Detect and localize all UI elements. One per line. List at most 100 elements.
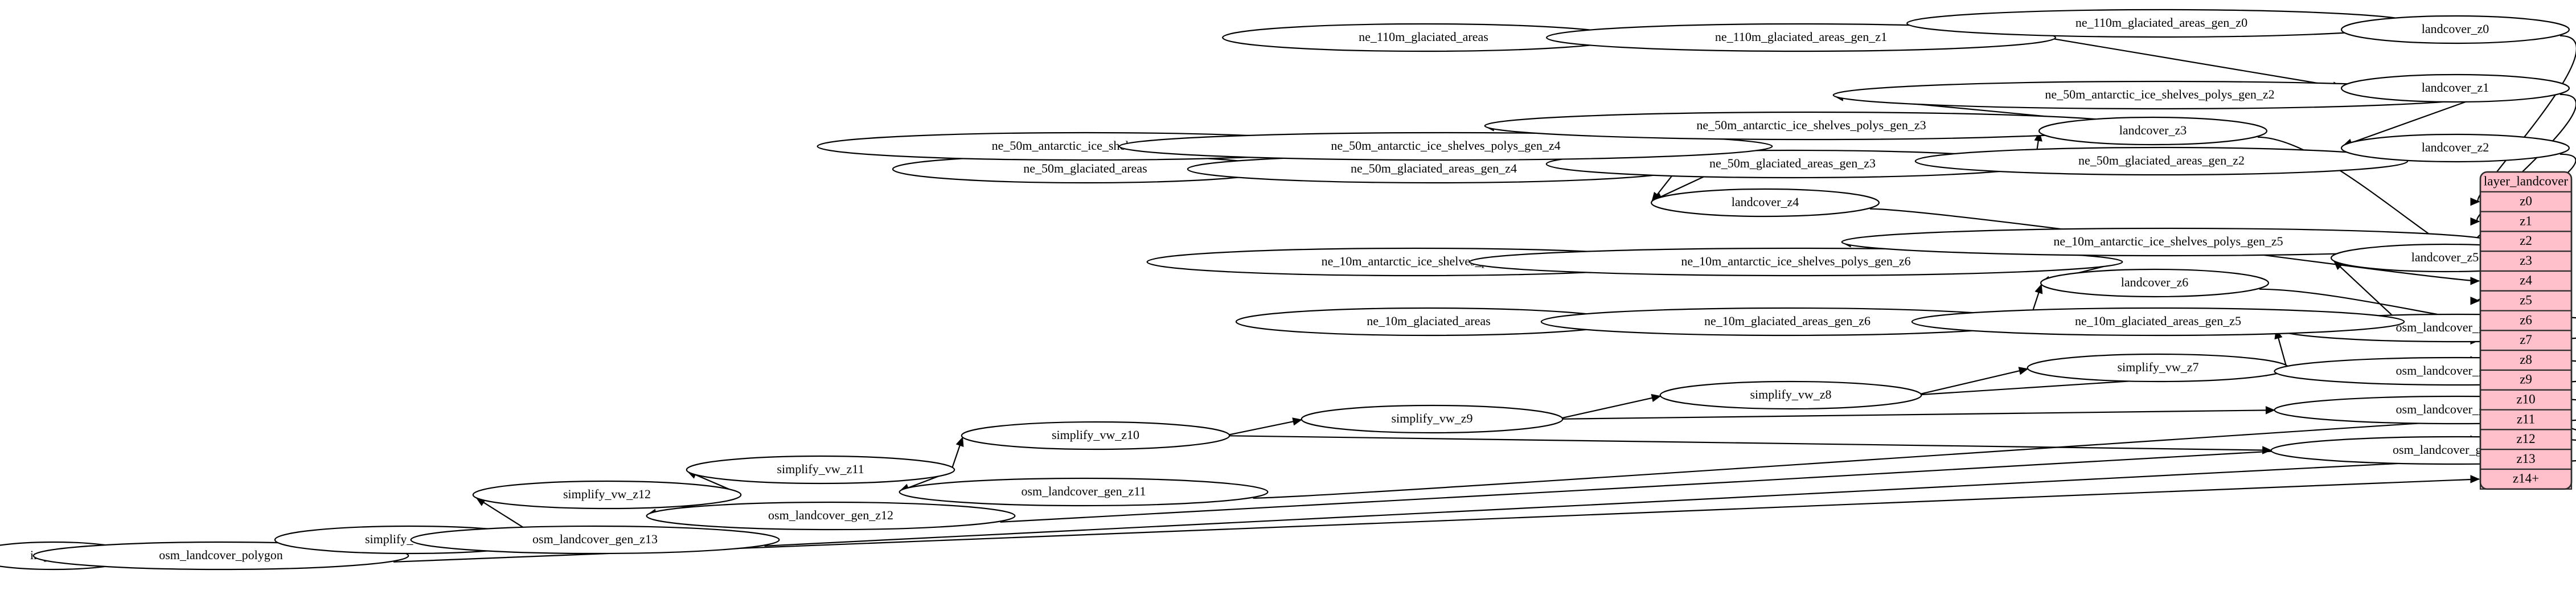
edge-simplify_vw_z9-to-simplify_vw_z8 bbox=[1561, 393, 1662, 419]
node-shape[interactable] bbox=[1118, 132, 1773, 161]
node-osm_landcover_gen_z12[interactable]: osm_landcover_gen_z12 bbox=[646, 501, 1016, 531]
table-row-label-z7: z7 bbox=[2520, 333, 2532, 347]
node-shape[interactable] bbox=[472, 480, 742, 510]
nodes-layer: imposm3osm_landcover_polygonsimplify_vw_… bbox=[0, 9, 2576, 571]
node-label: landcover_z0 bbox=[2422, 22, 2489, 36]
node-simplify_vw_z7[interactable]: simplify_vw_z7 bbox=[2027, 353, 2290, 383]
node-label: landcover_z3 bbox=[2119, 123, 2187, 137]
node-shape[interactable] bbox=[686, 455, 955, 485]
node-label: osm_landcover_gen_z13 bbox=[532, 532, 658, 546]
node-shape[interactable] bbox=[1914, 146, 2409, 176]
node-landcover_z2[interactable]: landcover_z2 bbox=[2340, 133, 2570, 163]
table-row-z4[interactable] bbox=[2479, 270, 2573, 292]
node-label: landcover_z4 bbox=[1732, 195, 1799, 209]
node-shape[interactable] bbox=[1911, 307, 2405, 337]
node-landcover_z3[interactable]: landcover_z3 bbox=[2038, 116, 2268, 146]
node-landcover_z4[interactable]: landcover_z4 bbox=[1650, 188, 1880, 218]
table-outline bbox=[2479, 171, 2573, 490]
node-label: simplify_vw_z7 bbox=[2118, 360, 2199, 374]
table-row-label-z4: z4 bbox=[2520, 273, 2532, 288]
table-header-label: layer_landcover bbox=[2484, 174, 2568, 188]
table-row-label-z5: z5 bbox=[2520, 293, 2532, 307]
node-label: simplify_vw_z12 bbox=[563, 487, 651, 501]
node-shape[interactable] bbox=[646, 501, 1016, 531]
node-label: simplify_vw_z10 bbox=[1052, 428, 1139, 442]
node-shape[interactable] bbox=[2340, 133, 2570, 163]
layer-landcover-table: layer_landcoverz0z1z2z3z4z5z6z7z8z9z10z1… bbox=[2479, 171, 2573, 490]
node-label: ne_10m_glaciated_areas_gen_z5 bbox=[2075, 314, 2241, 328]
node-label: osm_landcover_gen_z11 bbox=[1021, 484, 1146, 498]
node-label: osm_landcover_polygon bbox=[159, 548, 283, 562]
node-label: osm_landcover_gen_z12 bbox=[768, 508, 893, 522]
node-ne_10m_antarctic_ice_shelves_polys_gen_z6[interactable]: ne_10m_antarctic_ice_shelves_polys_gen_z… bbox=[1469, 247, 2123, 277]
table-row-label-z3: z3 bbox=[2520, 253, 2532, 268]
node-osm_landcover_gen_z11[interactable]: osm_landcover_gen_z11 bbox=[899, 477, 1269, 507]
node-shape[interactable] bbox=[1469, 247, 2123, 277]
node-label: simplify_vw_z11 bbox=[777, 462, 864, 476]
node-ne_50m_antarctic_ice_shelves_polys_gen_z3[interactable]: ne_50m_antarctic_ice_shelves_polys_gen_z… bbox=[1484, 111, 2139, 141]
node-label: ne_110m_glaciated_areas_gen_z0 bbox=[2075, 15, 2247, 30]
node-shape[interactable] bbox=[1659, 380, 1922, 410]
node-label: ne_10m_glaciated_areas bbox=[1367, 314, 1490, 328]
table-row-label-z8: z8 bbox=[2520, 352, 2532, 367]
table-row-label-z12: z12 bbox=[2516, 432, 2535, 446]
node-label: ne_50m_glaciated_areas_gen_z3 bbox=[1709, 156, 1876, 170]
node-ne_10m_glaciated_areas[interactable]: ne_10m_glaciated_areas bbox=[1235, 307, 1622, 337]
node-label: ne_10m_antarctic_ice_shelves_polys_gen_z… bbox=[1681, 254, 1910, 268]
node-ne_10m_antarctic_ice_shelves_polys_gen_z5[interactable]: ne_10m_antarctic_ice_shelves_polys_gen_z… bbox=[1841, 227, 2496, 257]
node-label: landcover_z2 bbox=[2422, 140, 2489, 154]
node-osm_landcover_gen_z13[interactable]: osm_landcover_gen_z13 bbox=[410, 525, 780, 555]
node-shape[interactable] bbox=[1650, 188, 1880, 218]
node-landcover_z1[interactable]: landcover_z1 bbox=[2340, 73, 2570, 103]
layer-landcover-record[interactable]: layer_landcoverz0z1z2z3z4z5z6z7z8z9z10z1… bbox=[2479, 171, 2573, 490]
edge-simplify_vw_z9-to-osm_landcover_gen_z9 bbox=[1561, 406, 2275, 420]
node-ne_110m_glaciated_areas_gen_z1[interactable]: ne_110m_glaciated_areas_gen_z1 bbox=[1546, 23, 2056, 52]
table-row-label-z2: z2 bbox=[2520, 233, 2532, 248]
table-row-z11[interactable] bbox=[2479, 409, 2573, 430]
node-simplify_vw_z10[interactable]: simplify_vw_z10 bbox=[961, 421, 1230, 450]
node-label: ne_50m_antarctic_ice_shelves_polys_gen_z… bbox=[2045, 87, 2274, 101]
node-shape[interactable] bbox=[899, 477, 1269, 507]
node-label: simplify_vw_z9 bbox=[1392, 411, 1473, 425]
node-simplify_vw_z8[interactable]: simplify_vw_z8 bbox=[1659, 380, 1922, 410]
edge-simplify_vw_z10-to-osm_landcover_gen_z10 bbox=[1228, 435, 2272, 454]
node-label: ne_110m_glaciated_areas_gen_z1 bbox=[1715, 30, 1887, 44]
node-shape[interactable] bbox=[2340, 15, 2570, 44]
table-row-label-z13: z13 bbox=[2516, 452, 2535, 466]
table-row-label-z6: z6 bbox=[2520, 313, 2532, 327]
node-label: ne_50m_antarctic_ice_shelves_polys_gen_z… bbox=[1696, 118, 1926, 132]
table-row-label-z0: z0 bbox=[2520, 194, 2532, 208]
node-shape[interactable] bbox=[961, 421, 1230, 450]
node-landcover_z0[interactable]: landcover_z0 bbox=[2340, 15, 2570, 44]
node-simplify_vw_z12[interactable]: simplify_vw_z12 bbox=[472, 480, 742, 510]
node-label: ne_10m_glaciated_areas_gen_z6 bbox=[1704, 314, 1871, 328]
node-label: ne_10m_antarctic_ice_shelves_polys_gen_z… bbox=[2053, 234, 2283, 248]
edge-simplify_vw_z11-to-simplify_vw_z10 bbox=[951, 436, 964, 469]
node-label: landcover_z1 bbox=[2422, 80, 2489, 95]
node-shape[interactable] bbox=[1546, 23, 2056, 52]
node-simplify_vw_z11[interactable]: simplify_vw_z11 bbox=[686, 455, 955, 485]
node-shape[interactable] bbox=[1301, 404, 1564, 434]
node-label: ne_50m_glaciated_areas_gen_z2 bbox=[2078, 153, 2245, 167]
edge-simplify_vw_z7-to-osm_landcover_gen_z7 bbox=[2274, 329, 2287, 367]
node-ne_50m_glaciated_areas_gen_z2[interactable]: ne_50m_glaciated_areas_gen_z2 bbox=[1914, 146, 2409, 176]
table-row-z6[interactable] bbox=[2479, 310, 2573, 331]
node-shape[interactable] bbox=[2038, 116, 2268, 146]
node-shape[interactable] bbox=[410, 525, 780, 555]
node-label: ne_110m_glaciated_areas bbox=[1359, 30, 1488, 44]
edge-simplify_vw_z8-to-simplify_vw_z7 bbox=[1919, 367, 2029, 395]
node-ne_110m_glaciated_areas_gen_z0[interactable]: ne_110m_glaciated_areas_gen_z0 bbox=[1906, 9, 2417, 38]
edge-simplify_vw_z10-to-simplify_vw_z9 bbox=[1228, 417, 1303, 436]
node-ne_10m_glaciated_areas_gen_z5[interactable]: ne_10m_glaciated_areas_gen_z5 bbox=[1911, 307, 2405, 337]
node-simplify_vw_z9[interactable]: simplify_vw_z9 bbox=[1301, 404, 1564, 434]
node-shape[interactable] bbox=[2340, 73, 2570, 103]
node-ne_110m_glaciated_areas[interactable]: ne_110m_glaciated_areas bbox=[1222, 23, 1625, 52]
node-shape[interactable] bbox=[2040, 268, 2270, 298]
table-row-label-z11: z11 bbox=[2517, 412, 2535, 426]
node-label: landcover_z5 bbox=[2411, 250, 2479, 264]
table-row-label-z1: z1 bbox=[2520, 214, 2532, 228]
node-landcover_z6[interactable]: landcover_z6 bbox=[2040, 268, 2270, 298]
node-ne_50m_antarctic_ice_shelves_polys_gen_z4[interactable]: ne_50m_antarctic_ice_shelves_polys_gen_z… bbox=[1118, 132, 1773, 161]
